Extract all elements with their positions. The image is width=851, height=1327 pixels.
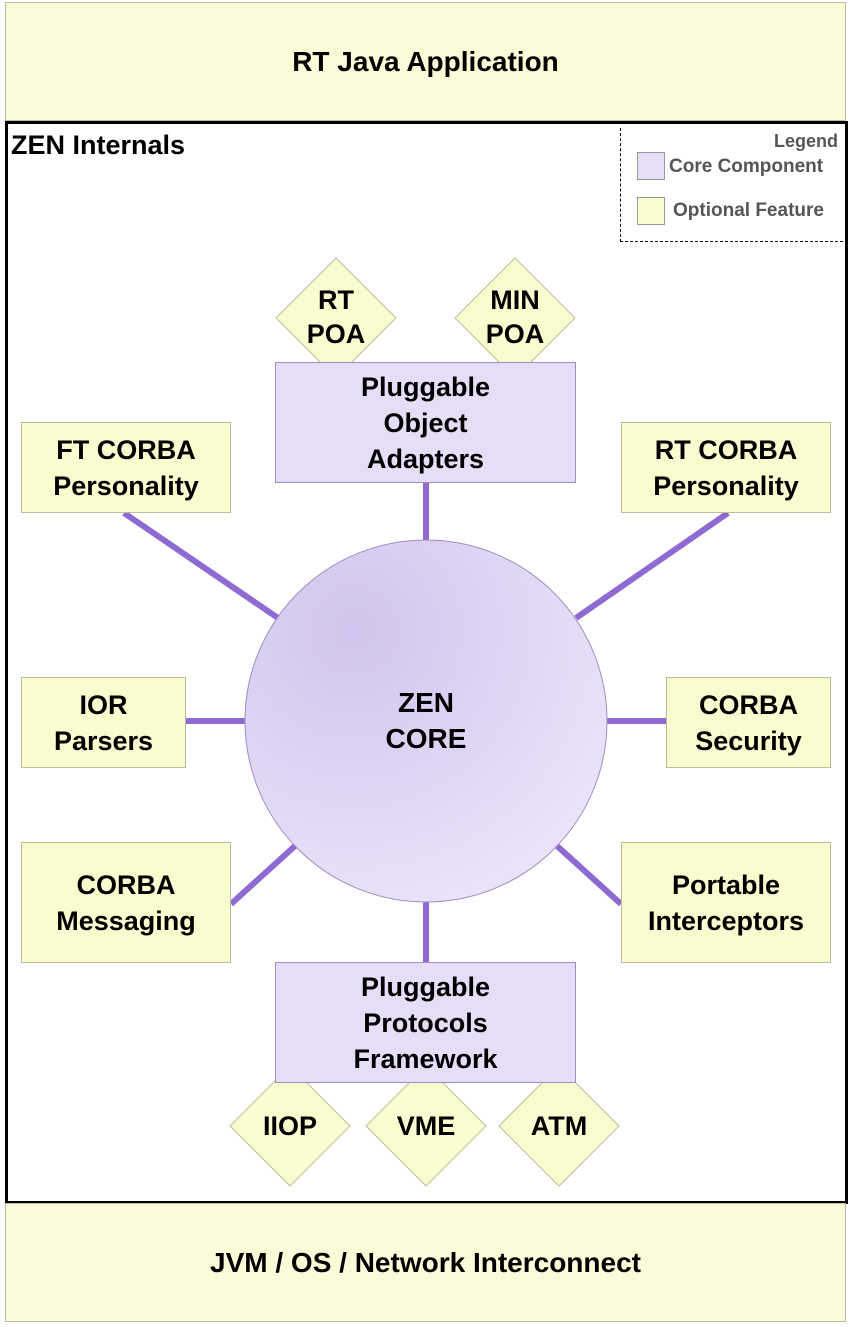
vme-line1: VME — [396, 1111, 456, 1141]
poa-line1: Pluggable — [360, 371, 490, 402]
pluggable-protocols-framework-box: Pluggable Protocols Framework — [275, 962, 576, 1083]
zen-core-line2: CORE — [385, 723, 467, 754]
zen-core-circle — [244, 539, 608, 903]
rt-line2: Personality — [653, 470, 799, 501]
ior-parsers-box: IOR Parsers — [21, 677, 186, 768]
rt-java-application-label: RT Java Application — [292, 45, 559, 77]
ppf-line1: Pluggable — [360, 971, 490, 1002]
min-poa-line1: MIN — [490, 285, 540, 315]
atm-line1: ATM — [530, 1111, 588, 1141]
legend-optional-label: Optional Feature — [673, 200, 824, 221]
interceptors-line2: Interceptors — [647, 905, 805, 936]
connector-ft — [122, 510, 280, 621]
corba-security-box: CORBA Security — [666, 677, 831, 768]
jvm-os-network-label: JVM / OS / Network Interconnect — [210, 1246, 641, 1278]
min-poa-label: MIN POA — [465, 283, 565, 351]
zen-core-label: ZEN CORE — [346, 685, 506, 757]
jvm-os-network-band: JVM / OS / Network Interconnect — [5, 1203, 846, 1322]
rt-line1: RT CORBA — [654, 434, 798, 465]
corba-messaging-box: CORBA Messaging — [21, 842, 231, 963]
connector-rt — [574, 510, 730, 621]
rt-java-application-band: RT Java Application — [5, 2, 846, 121]
legend-title: Legend — [773, 131, 838, 151]
rt-poa-line1: RT — [318, 285, 354, 315]
pluggable-object-adapters-box: Pluggable Object Adapters — [275, 362, 576, 483]
rt-poa-line2: POA — [306, 319, 366, 349]
connector-interceptors — [553, 842, 624, 907]
security-line1: CORBA — [699, 689, 798, 720]
rt-poa-label: RT POA — [286, 283, 386, 351]
poa-line2: Object — [383, 407, 468, 438]
atm-diamond — [498, 1065, 620, 1187]
zen-core-line1: ZEN — [398, 687, 454, 718]
poa-line3: Adapters — [366, 443, 485, 474]
messaging-line1: CORBA — [76, 869, 176, 900]
vme-diamond — [365, 1065, 487, 1187]
connector-messaging — [228, 842, 299, 907]
rt-corba-personality-box: RT CORBA Personality — [621, 422, 831, 513]
legend-optional-swatch — [637, 197, 665, 225]
messaging-line2: Messaging — [56, 905, 196, 936]
portable-interceptors-box: Portable Interceptors — [621, 842, 831, 963]
interceptors-line1: Portable — [671, 869, 781, 900]
iiop-diamond — [229, 1065, 351, 1187]
ft-corba-personality-box: FT CORBA Personality — [21, 422, 231, 513]
ft-line2: Personality — [53, 470, 199, 501]
ppf-line2: Protocols — [363, 1007, 488, 1038]
vme-label: VME — [376, 1109, 476, 1143]
legend: Legend Core Component Optional Feature — [620, 128, 848, 242]
min-poa-line2: POA — [485, 319, 545, 349]
legend-core-swatch — [637, 152, 665, 180]
ft-line1: FT CORBA — [56, 434, 196, 465]
security-line2: Security — [695, 725, 802, 756]
zen-internals-title: ZEN Internals — [11, 130, 186, 160]
legend-core-label: Core Component — [669, 156, 824, 177]
iiop-line1: IIOP — [262, 1111, 317, 1141]
ior-line2: Parsers — [53, 725, 154, 756]
atm-label: ATM — [509, 1109, 609, 1143]
ppf-line3: Framework — [353, 1043, 498, 1074]
iiop-label: IIOP — [240, 1109, 340, 1143]
ior-line1: IOR — [79, 689, 128, 720]
